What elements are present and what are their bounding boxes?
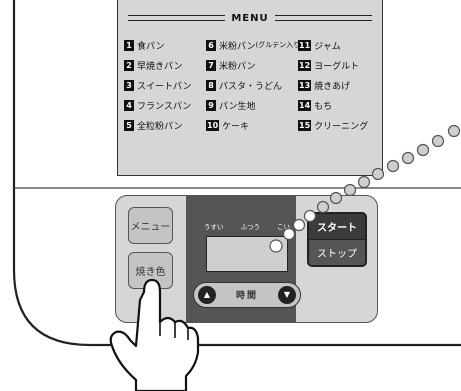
start-label: スタート — [317, 223, 357, 234]
up-arrow-icon: ▲ — [203, 290, 211, 299]
menu-item-label: 食パン — [137, 41, 165, 52]
menu-item-10: 10 ケーキ — [206, 118, 249, 132]
menu-item-number: 9 — [206, 99, 216, 111]
menu-item-label: パスタ・うどん — [219, 81, 283, 92]
menu-item-3: 3 スイートパン — [124, 78, 191, 92]
menu-item-label: 早焼きパン — [137, 61, 183, 72]
menu-item-number: 5 — [124, 119, 134, 131]
menu-item-7: 7 米粉パン — [206, 58, 255, 72]
menu-item-5: 5 全粒粉パン — [124, 118, 182, 132]
menu-rule-left — [128, 15, 226, 21]
menu-item-label: 米粉パン — [219, 61, 256, 72]
menu-item-number: 15 — [298, 119, 312, 131]
menu-item-label: 全粒粉パン — [137, 121, 183, 132]
menu-item-number: 8 — [206, 79, 216, 91]
lcd-display — [206, 236, 288, 272]
menu-item-number: 13 — [298, 79, 312, 91]
menu-item-14: 14 もち — [298, 98, 332, 112]
menu-item-8: 8 パスタ・うどん — [206, 78, 282, 92]
menu-button[interactable]: メニュー — [128, 207, 173, 244]
menu-item-4: 4 フランスパン — [124, 98, 191, 112]
stop-label: ストップ — [309, 239, 365, 265]
menu-header: MENU — [128, 11, 372, 25]
menu-item-number: 3 — [124, 79, 134, 91]
menu-item-label: クリーニング — [314, 121, 369, 132]
menu-item-11: 11 ジャム — [298, 38, 341, 52]
menu-item-label: フランスパン — [137, 101, 192, 112]
menu-item-number: 12 — [298, 59, 312, 71]
menu-item-number: 2 — [124, 59, 134, 71]
menu-item-6: 6 米粉パン (グルテン入り) — [206, 38, 303, 52]
menu-item-label: スイートパン — [137, 81, 192, 92]
menu-panel: MENU 1 食パン 2 早焼きパン 3 スイートパン 4 フランスパン 5 全… — [117, 0, 383, 176]
time-down-button[interactable]: ▼ — [278, 286, 296, 304]
down-arrow-icon: ▼ — [283, 290, 291, 299]
menu-item-9: 9 パン生地 — [206, 98, 255, 112]
menu-item-label: パン生地 — [219, 101, 256, 112]
time-control: ▲ 時間 ▼ — [193, 282, 301, 308]
menu-item-number: 11 — [298, 39, 312, 51]
menu-item-number: 1 — [124, 39, 134, 51]
start-stop-button[interactable]: スタート ストップ — [307, 212, 367, 267]
crust-level-medium: ふつう — [240, 223, 261, 231]
time-label: 時間 — [235, 291, 258, 301]
menu-item-label: 米粉パン — [219, 41, 256, 52]
time-up-button[interactable]: ▲ — [198, 286, 216, 304]
menu-item-number: 4 — [124, 99, 134, 111]
menu-item-number: 7 — [206, 59, 216, 71]
menu-rule-right — [274, 15, 372, 21]
crust-level-labels: うすい ふつう こい — [204, 221, 290, 233]
menu-item-13: 13 焼きあげ — [298, 78, 350, 92]
menu-item-2: 2 早焼きパン — [124, 58, 182, 72]
menu-item-label: 焼きあげ — [314, 81, 351, 92]
crust-color-button[interactable]: 焼き色 — [128, 252, 173, 289]
menu-item-number: 14 — [298, 99, 312, 111]
menu-item-label: ヨーグルト — [314, 61, 360, 72]
menu-item-label: もち — [314, 101, 333, 112]
menu-item-15: 15 クリーニング — [298, 118, 368, 132]
menu-item-note: (グルテン入り) — [255, 41, 303, 49]
crust-level-dark: こい — [277, 223, 290, 231]
menu-item-number: 10 — [206, 119, 220, 131]
menu-item-12: 12 ヨーグルト — [298, 58, 359, 72]
crust-level-light: うすい — [204, 223, 224, 231]
menu-item-number: 6 — [206, 39, 216, 51]
menu-item-label: ジャム — [314, 41, 341, 52]
menu-item-label: ケーキ — [222, 121, 250, 132]
menu-title: MENU — [231, 12, 269, 24]
menu-item-1: 1 食パン — [124, 38, 164, 52]
